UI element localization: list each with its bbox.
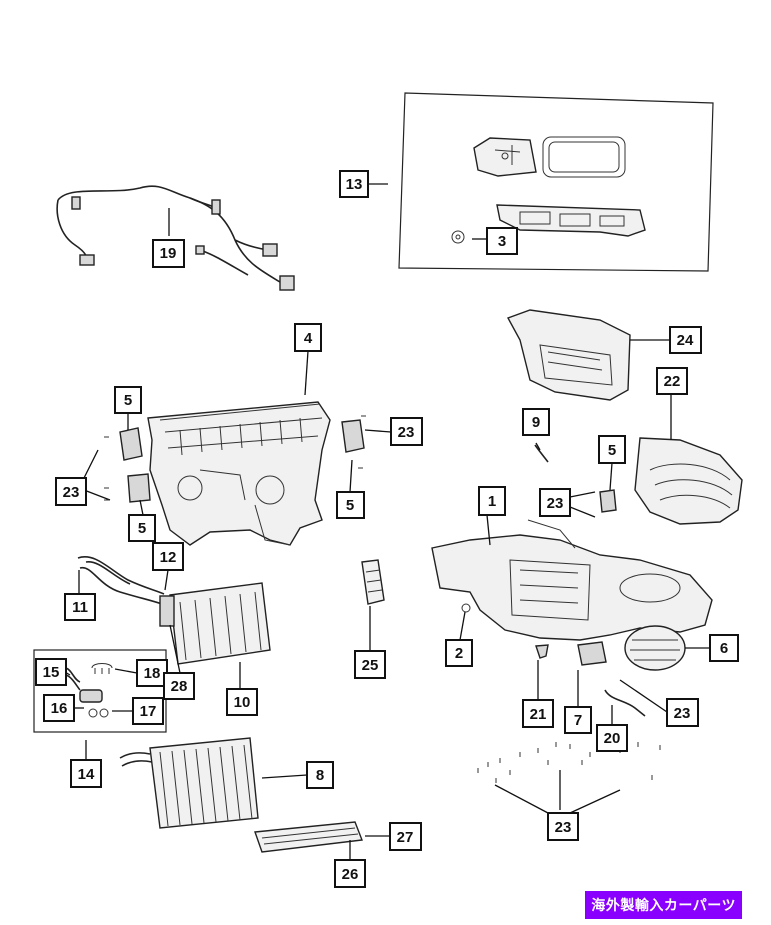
upper-duct: [506, 309, 631, 401]
callout-2-label: 2: [455, 645, 463, 662]
heater-core: [159, 582, 271, 665]
main-case: [431, 519, 713, 641]
callout-8: 8: [306, 761, 334, 789]
callout-21: 21: [522, 699, 554, 728]
callout-13: 13: [339, 170, 369, 198]
callout-5c-label: 5: [346, 497, 354, 514]
callout-20-label: 20: [604, 730, 621, 747]
callout-9: 9: [522, 408, 550, 436]
callout-23a-label: 23: [398, 424, 415, 441]
callout-5b-label: 5: [608, 442, 616, 459]
callout-1-label: 1: [488, 493, 496, 510]
callout-5a: 5: [114, 386, 142, 414]
callout-13-label: 13: [346, 176, 363, 193]
callout-17: 17: [132, 697, 164, 725]
leader-lines: [64, 183, 710, 860]
callout-25-label: 25: [362, 657, 379, 674]
callout-15: 15: [35, 658, 67, 686]
callout-6-label: 6: [720, 640, 728, 657]
callout-5c: 5: [336, 491, 365, 519]
callout-23c-label: 23: [547, 495, 564, 512]
callout-20: 20: [596, 724, 628, 752]
callout-7: 7: [564, 706, 592, 734]
callout-24: 24: [669, 326, 702, 354]
callout-7-label: 7: [574, 712, 582, 729]
callout-19-label: 19: [160, 245, 177, 262]
callout-26-label: 26: [342, 866, 359, 883]
callout-11-label: 11: [72, 599, 88, 616]
callout-5d-label: 5: [138, 520, 146, 537]
callout-17-label: 17: [140, 703, 157, 720]
actuators-left: [119, 419, 365, 503]
cabin-filter: [254, 821, 363, 853]
callout-19: 19: [152, 239, 185, 268]
blower-housing: [634, 437, 743, 525]
callout-23e-label: 23: [555, 819, 572, 836]
callout-10-label: 10: [234, 694, 251, 711]
callout-18-label: 18: [144, 665, 161, 682]
callout-14: 14: [70, 759, 102, 788]
callout-25: 25: [354, 650, 386, 679]
callout-23d: 23: [666, 698, 699, 727]
callout-22: 22: [656, 367, 688, 395]
callout-22-label: 22: [664, 373, 681, 390]
callout-5d: 5: [128, 514, 156, 542]
callout-14-label: 14: [78, 766, 95, 783]
kit-frame: [398, 92, 714, 272]
evaporator: [119, 737, 259, 829]
part-25: [361, 559, 385, 605]
callout-3-label: 3: [498, 233, 506, 250]
callout-21-label: 21: [530, 706, 547, 723]
callout-10: 10: [226, 688, 258, 716]
callout-23b: 23: [55, 477, 87, 506]
callout-1: 1: [478, 486, 506, 516]
hvac-housing: [147, 401, 331, 546]
blower-motor: [624, 625, 686, 671]
callout-27-label: 27: [397, 829, 414, 846]
callout-8-label: 8: [316, 767, 324, 784]
callout-23e: 23: [547, 812, 579, 841]
callout-16: 16: [43, 694, 75, 722]
seller-badge: 海外製輸入カーパーツ: [585, 891, 742, 919]
callout-4: 4: [294, 323, 322, 352]
misc-parts: [461, 444, 646, 717]
callout-5b: 5: [598, 435, 626, 464]
callout-5a-label: 5: [124, 392, 132, 409]
callout-24-label: 24: [677, 332, 694, 349]
callout-2: 2: [445, 639, 473, 667]
callout-12: 12: [152, 542, 184, 571]
callout-4-label: 4: [304, 330, 313, 347]
callout-9-label: 9: [532, 414, 540, 431]
callout-12-label: 12: [160, 549, 177, 566]
callout-23d-label: 23: [674, 705, 691, 722]
callout-6: 6: [709, 634, 739, 662]
callout-28: 28: [163, 672, 195, 700]
callout-23a: 23: [390, 417, 423, 446]
callout-26: 26: [334, 859, 366, 888]
callout-27: 27: [389, 822, 422, 851]
callout-23c: 23: [539, 488, 571, 517]
callout-23b-label: 23: [63, 484, 80, 501]
heater-pipes: [77, 556, 165, 605]
wiring-harness: [56, 185, 295, 291]
callout-11: 11: [64, 593, 96, 621]
small-parts-kit: [33, 649, 167, 733]
callout-18: 18: [136, 659, 168, 687]
callout-16-label: 16: [51, 700, 68, 717]
callout-3: 3: [486, 227, 518, 255]
callout-15-label: 15: [43, 664, 60, 681]
callout-28-label: 28: [171, 678, 188, 695]
